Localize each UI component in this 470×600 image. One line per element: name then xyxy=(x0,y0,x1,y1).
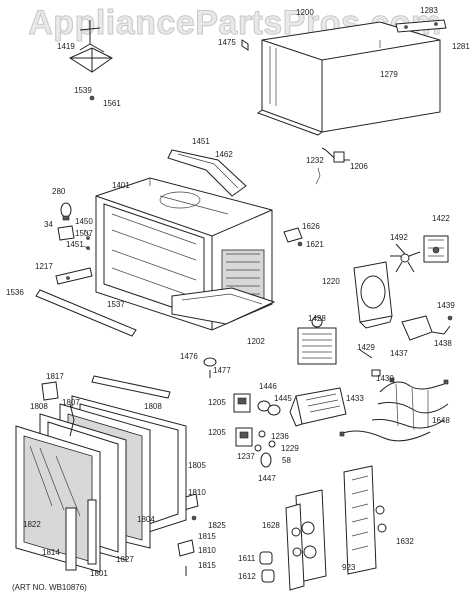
part-number: 1401 xyxy=(112,181,130,190)
part-number: 1825 xyxy=(208,521,226,530)
part-number: 1827 xyxy=(116,555,134,564)
part-number: 1628 xyxy=(262,521,280,530)
part-number: 1206 xyxy=(350,162,368,171)
part-number: 1475 xyxy=(218,38,236,47)
diode xyxy=(359,349,381,377)
part-number: 1462 xyxy=(215,150,233,159)
part-number: 1632 xyxy=(396,537,414,546)
part-number: 1648 xyxy=(432,416,450,425)
part-number: 1232 xyxy=(306,156,324,165)
interlock-switch-lower xyxy=(235,427,253,447)
part-number: 1437 xyxy=(390,349,408,358)
art-number: (ART NO. WB10876) xyxy=(12,583,87,592)
main-wire-harness xyxy=(339,377,449,442)
fan-motor xyxy=(423,235,449,263)
capacitor-parts xyxy=(254,430,276,468)
part-number: 1279 xyxy=(380,70,398,79)
part-number: 1801 xyxy=(90,569,108,578)
part-number: 1539 xyxy=(74,86,92,95)
door-assembly xyxy=(15,375,187,573)
part-number: 1450 xyxy=(75,217,93,226)
part-number: 1815 xyxy=(198,561,216,570)
part-number: 1626 xyxy=(302,222,320,231)
oven-lamp xyxy=(57,202,75,241)
part-number: 1451 xyxy=(192,137,210,146)
choke-strip xyxy=(35,289,137,337)
part-number: 1536 xyxy=(6,288,24,297)
part-number: 1419 xyxy=(57,42,75,51)
part-number: 1612 xyxy=(238,572,256,581)
thermal-fuse xyxy=(283,227,303,247)
foot-and-screw xyxy=(203,357,217,378)
part-number: 1611 xyxy=(238,554,256,563)
part-number: 1428 xyxy=(308,314,326,323)
part-number: 1202 xyxy=(247,337,265,346)
part-number: 1447 xyxy=(258,474,276,483)
magnetron-cover xyxy=(401,315,453,341)
part-number: 1817 xyxy=(46,372,64,381)
part-number: 1810 xyxy=(188,488,206,497)
knobs xyxy=(259,551,275,583)
part-number: 1237 xyxy=(237,452,255,461)
part-number: 1492 xyxy=(390,233,408,242)
part-number: 34 xyxy=(44,220,53,229)
screw xyxy=(241,39,249,51)
part-number: 923 xyxy=(342,563,356,572)
part-number: 58 xyxy=(282,456,291,465)
part-number: 280 xyxy=(52,187,66,196)
part-number: 1822 xyxy=(23,520,41,529)
stirrer-assembly xyxy=(68,20,113,101)
part-number: 1439 xyxy=(437,301,455,310)
interlock-switch-upper xyxy=(233,393,251,413)
part-number: 1561 xyxy=(103,99,121,108)
control-touch-panel xyxy=(285,489,327,591)
wire-harness-small xyxy=(315,147,350,185)
part-number: 1220 xyxy=(322,277,340,286)
part-number: 1430 xyxy=(376,374,394,383)
part-number: 1229 xyxy=(281,444,299,453)
part-number: 1810 xyxy=(198,546,216,555)
part-number: 1815 xyxy=(198,532,216,541)
part-number: 1217 xyxy=(35,262,53,271)
wave-guide-cover xyxy=(167,149,247,197)
part-number: 1808 xyxy=(30,402,48,411)
part-number: 1438 xyxy=(434,339,452,348)
part-number: 1283 xyxy=(420,6,438,15)
part-number: 1422 xyxy=(432,214,450,223)
part-number: 1451 xyxy=(66,240,84,249)
part-number: 1476 xyxy=(180,352,198,361)
mounting-bracket xyxy=(395,19,447,33)
high-voltage-transformer xyxy=(289,387,347,427)
part-number: 1433 xyxy=(346,394,364,403)
hinge xyxy=(55,267,93,285)
fan-shroud xyxy=(353,261,393,329)
outer-cabinet xyxy=(256,21,441,136)
part-number: 1537 xyxy=(107,300,125,309)
part-number: 1808 xyxy=(144,402,162,411)
part-number: 1621 xyxy=(306,240,324,249)
part-number: 1477 xyxy=(213,366,231,375)
part-number: 1814 xyxy=(42,548,60,557)
part-number: 1507 xyxy=(75,229,93,238)
cavity-bottom-pan xyxy=(171,287,276,325)
part-number: 1429 xyxy=(357,343,375,352)
part-number: 1205 xyxy=(208,398,226,407)
fuse-holder xyxy=(257,400,281,416)
part-number: 1807 xyxy=(62,398,80,407)
part-number: 1445 xyxy=(274,394,292,403)
control-panel-assembly xyxy=(343,465,387,575)
part-number: 1200 xyxy=(296,8,314,17)
magnetron xyxy=(297,316,337,365)
part-number: 1281 xyxy=(452,42,470,51)
part-number: 1804 xyxy=(137,515,155,524)
part-number: 1805 xyxy=(188,461,206,470)
part-number: 1236 xyxy=(271,432,289,441)
door-latch-parts xyxy=(83,229,91,251)
part-number: 1446 xyxy=(259,382,277,391)
fan-blade xyxy=(390,243,421,273)
part-number: 1205 xyxy=(208,428,226,437)
